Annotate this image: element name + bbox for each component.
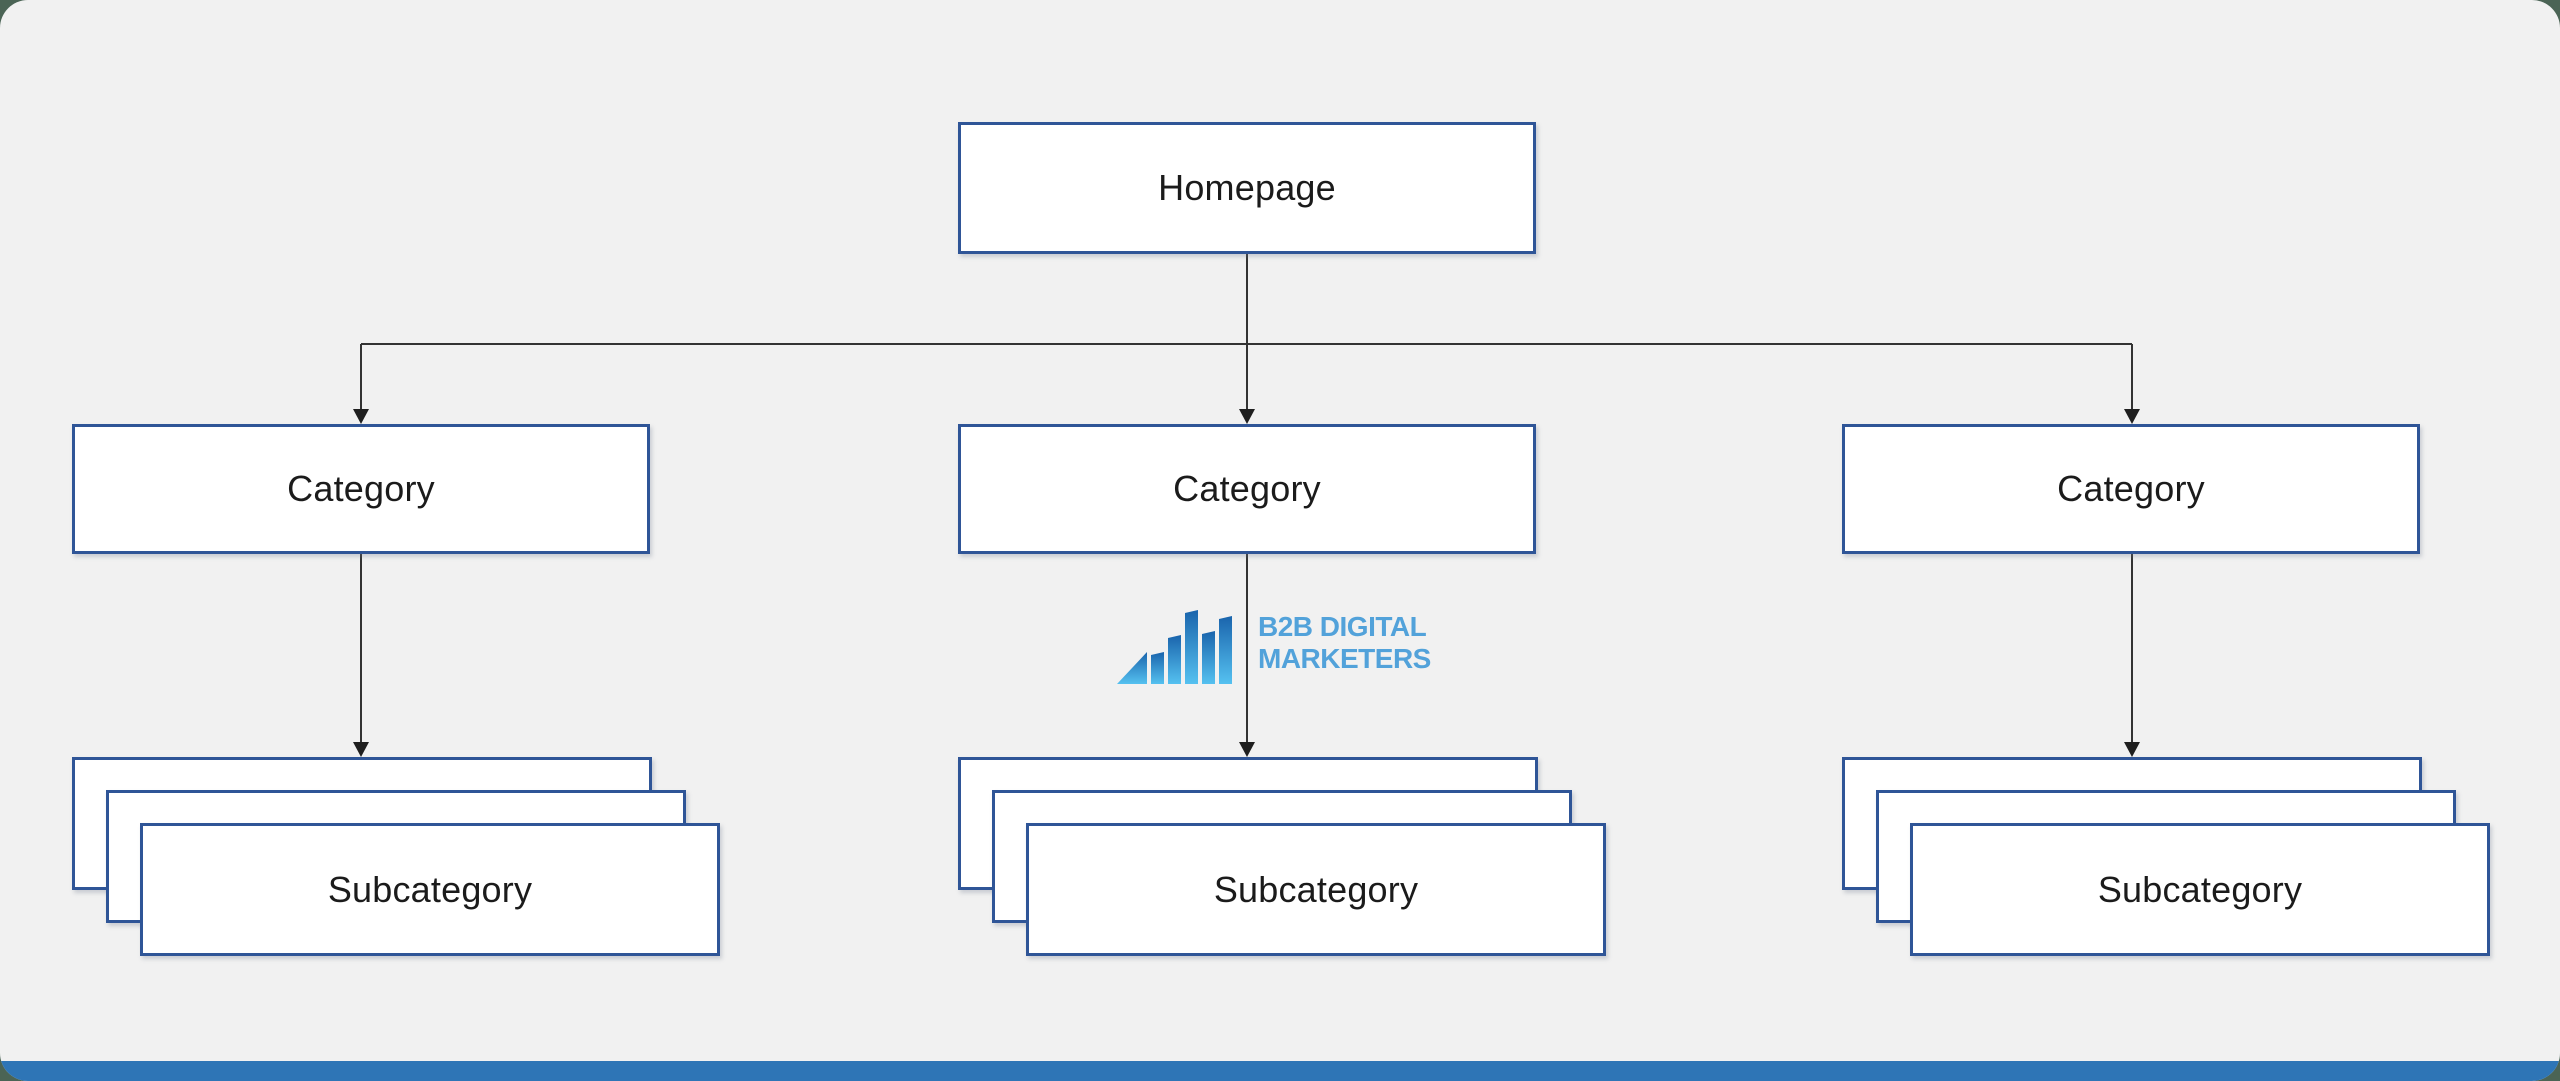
subcategory-stack-left: Subcategory <box>72 757 720 957</box>
subcategory-label: Subcategory <box>1213 868 1419 910</box>
subcategory-node-front: Subcategory <box>140 823 720 956</box>
bottom-accent-bar <box>0 1061 2560 1081</box>
category-node-left: Category <box>72 424 650 554</box>
category-node-right: Category <box>1842 424 2420 554</box>
category-node-center: Category <box>958 424 1536 554</box>
brand-logo-line1: B2B DIGITAL <box>1258 611 1427 642</box>
arrowhead-icon <box>2124 742 2140 757</box>
arrowhead-icon <box>353 742 369 757</box>
growth-bar-chart-icon <box>1117 610 1232 684</box>
arrowhead-icon <box>1239 409 1255 424</box>
brand-logo-text: B2B DIGITAL MARKETERS <box>1258 611 1431 675</box>
arrowhead-icon <box>353 409 369 424</box>
subcategory-label: Subcategory <box>327 868 533 910</box>
subcategory-stack-center: Subcategory <box>958 757 1606 957</box>
arrowhead-icon <box>2124 409 2140 424</box>
subcategory-label: Subcategory <box>2097 868 2303 910</box>
homepage-node: Homepage <box>958 122 1536 254</box>
arrowhead-icon <box>1239 742 1255 757</box>
brand-logo-line2: MARKETERS <box>1258 643 1431 674</box>
category-label: Category <box>2057 468 2205 509</box>
category-label: Category <box>1173 468 1321 509</box>
brand-logo: B2B DIGITAL MARKETERS <box>1117 605 1447 690</box>
homepage-label: Homepage <box>1158 167 1336 208</box>
subcategory-node-front: Subcategory <box>1910 823 2490 956</box>
subcategory-node-front: Subcategory <box>1026 823 1606 956</box>
subcategory-stack-right: Subcategory <box>1842 757 2490 957</box>
category-label: Category <box>287 468 435 509</box>
